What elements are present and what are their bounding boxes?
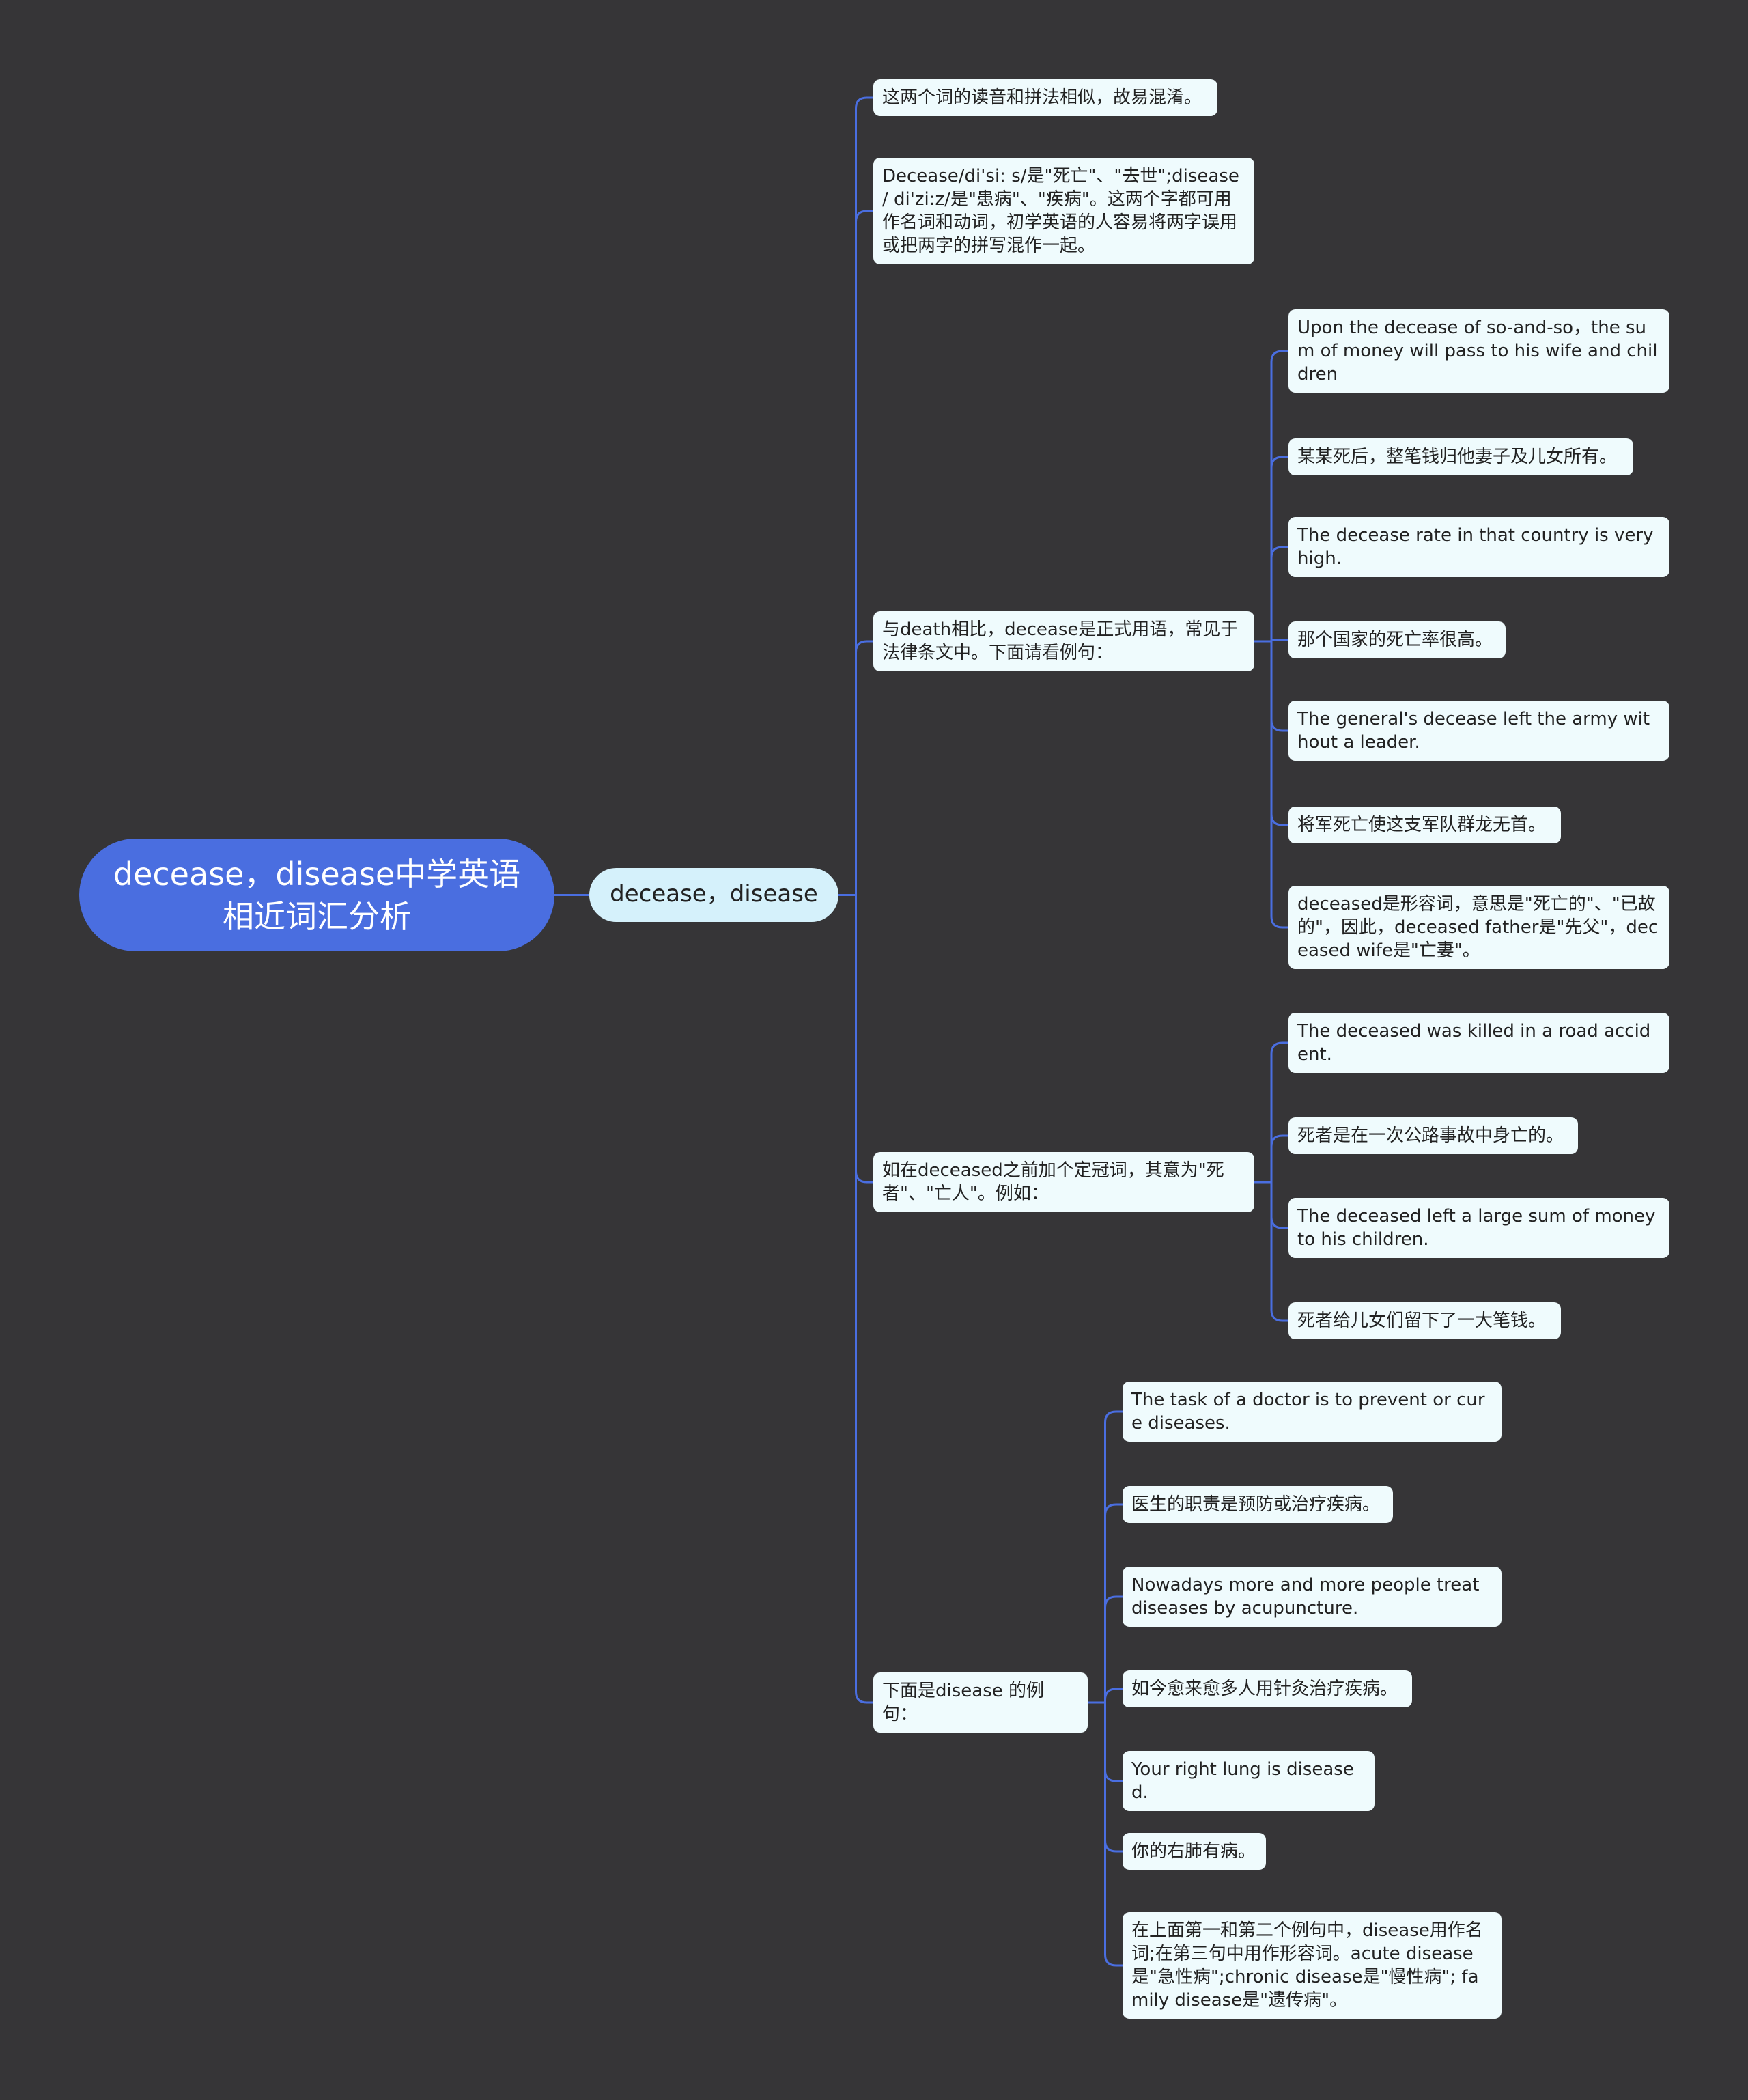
example-node[interactable]: 死者是在一次公路事故中身亡的。 (1288, 1117, 1578, 1154)
root-topic-label: decease，disease中学英语相近词汇分析 (113, 855, 521, 935)
example-node[interactable]: The task of a doctor is to prevent or cu… (1123, 1382, 1502, 1442)
root-topic[interactable]: decease，disease中学英语相近词汇分析 (79, 839, 554, 951)
connector-line (1254, 640, 1288, 929)
connector-line (1254, 1181, 1288, 1322)
example-node[interactable]: 在上面第一和第二个例句中，disease用作名词;在第三句中用作形容词。acut… (1123, 1912, 1502, 2019)
example-node[interactable]: Upon the decease of so-and-so，the sum of… (1288, 309, 1669, 393)
topic-confusion-note[interactable]: 这两个词的读音和拼法相似，故易混淆。 (873, 79, 1217, 116)
connector-line (1254, 350, 1288, 643)
example-node[interactable]: The general's decease left the army with… (1288, 701, 1669, 761)
example-node[interactable]: 死者给儿女们留下了一大笔钱。 (1288, 1302, 1561, 1339)
example-node[interactable]: The decease rate in that country is very… (1288, 517, 1669, 577)
connector-line (1254, 1134, 1288, 1184)
connector-line (838, 210, 873, 896)
connector-line (1254, 1041, 1288, 1184)
connector-line (1254, 456, 1288, 643)
example-node[interactable]: The deceased was killed in a road accide… (1288, 1013, 1669, 1073)
example-node[interactable]: 某某死后，整笔钱归他妻子及儿女所有。 (1288, 438, 1633, 475)
example-node[interactable]: 你的右肺有病。 (1123, 1833, 1266, 1870)
topic-the-deceased[interactable]: 如在deceased之前加个定冠词，其意为"死者"、"亡人"。例如： (873, 1152, 1254, 1212)
example-node[interactable]: 医生的职责是预防或治疗疾病。 (1123, 1486, 1393, 1523)
example-node[interactable]: Nowadays more and more people treat dise… (1123, 1567, 1502, 1627)
connector-line (1088, 1688, 1123, 1704)
example-node[interactable]: Your right lung is diseased. (1123, 1751, 1375, 1811)
connector-line (1088, 1595, 1123, 1704)
topic-disease-examples[interactable]: 下面是disease 的例句： (873, 1672, 1088, 1733)
example-node[interactable]: deceased是形容词，意思是"死亡的"、"已故的"，因此，deceased … (1288, 886, 1669, 969)
connector-line (1254, 546, 1288, 643)
connector-line (838, 96, 873, 896)
example-node[interactable]: 那个国家的死亡率很高。 (1288, 621, 1506, 658)
topic-decease-formal[interactable]: 与death相比，decease是正式用语，常见于法律条文中。下面请看例句： (873, 611, 1254, 671)
branch-topic[interactable]: decease，disease (589, 868, 838, 922)
connector-line (838, 894, 873, 1704)
example-node[interactable]: The deceased left a large sum of money t… (1288, 1198, 1669, 1258)
connector-line (1088, 1701, 1123, 1967)
example-node[interactable]: 如今愈来愈多人用针灸治疗疾病。 (1123, 1670, 1412, 1707)
example-node[interactable]: 将军死亡使这支军队群龙无首。 (1288, 807, 1561, 843)
connector-line (1088, 1503, 1123, 1704)
connector-line (1088, 1410, 1123, 1704)
topic-pronunciation[interactable]: Decease/di'si: s/是"死亡"、"去世";disease / di… (873, 158, 1254, 264)
connector-line (838, 640, 873, 896)
